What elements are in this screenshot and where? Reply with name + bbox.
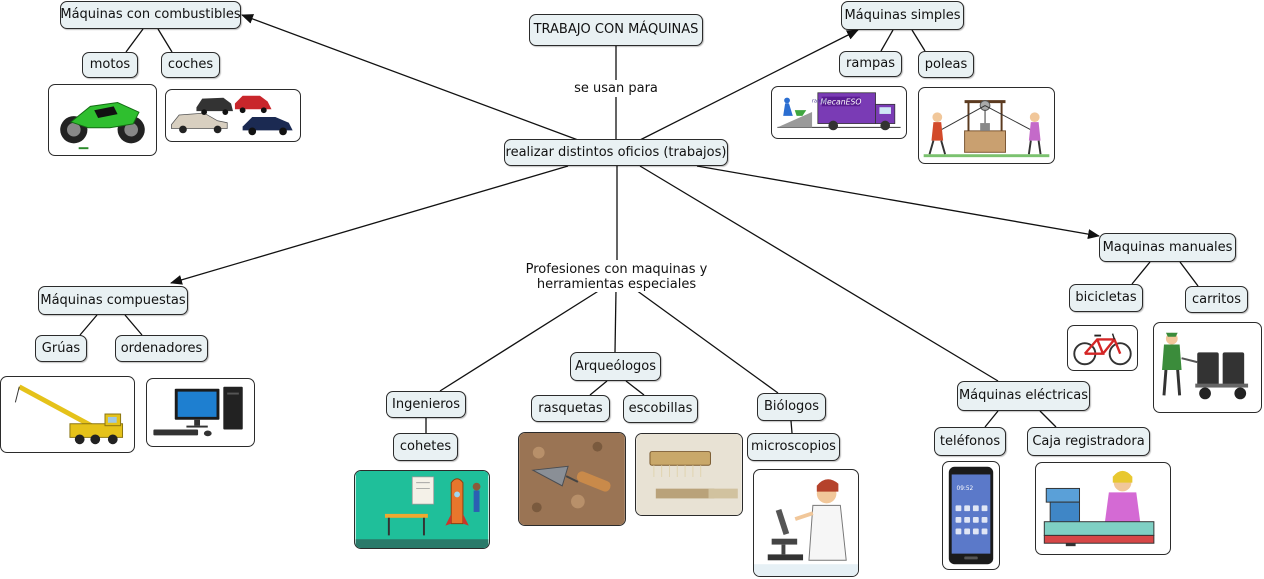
line-rasquetas [589, 380, 608, 396]
cart-icon [1162, 332, 1249, 400]
svg-text:MecanESO: MecanESO [820, 97, 861, 106]
arrow-to-compuestas [170, 165, 569, 285]
node-gruas[interactable]: Grúas [35, 335, 87, 362]
node-microscopios[interactable]: microscopios [747, 433, 840, 461]
rocket-image [354, 470, 490, 549]
node-carritos[interactable]: carritos [1185, 286, 1248, 313]
motorcycle-icon [60, 101, 145, 150]
node-biologos[interactable]: Biólogos [757, 393, 826, 421]
node-rasquetas[interactable]: rasquetas [531, 395, 610, 422]
line-motos [125, 28, 144, 53]
rocket-icon [355, 471, 489, 548]
trowel-icon [519, 433, 625, 525]
node-arqueologos[interactable]: Arqueólogos [570, 352, 661, 381]
node-rampas[interactable]: rampas [839, 51, 902, 77]
line-microscopios [790, 420, 793, 434]
ramp-truck-icon: MecanESO rampa [777, 92, 901, 131]
line-bicicletas [1131, 261, 1151, 285]
cars-icon [171, 95, 293, 136]
line-to-ingenieros [439, 289, 601, 392]
node-bicicletas[interactable]: bicicletas [1069, 284, 1143, 312]
line-escobillas [625, 380, 645, 396]
line-to-arqueologos [614, 289, 617, 353]
center-node[interactable]: realizar distintos oficios (trabajos) [504, 139, 728, 166]
brush-image [635, 433, 743, 516]
line-caja [1039, 410, 1057, 428]
computer-icon [153, 386, 243, 437]
line-poleas [911, 29, 926, 52]
link-label-profesiones: Profesiones con maquinas y herramientas … [525, 262, 708, 292]
bicycle-image [1067, 325, 1138, 371]
node-telefonos[interactable]: teléfonos [934, 427, 1006, 456]
node-caja-registradora[interactable]: Caja registradora [1027, 427, 1150, 456]
well-pulley-icon [923, 100, 1050, 158]
arrow-to-simples [639, 29, 859, 141]
node-coches[interactable]: coches [161, 52, 220, 78]
node-maquinas-compuestas[interactable]: Máquinas compuestas [38, 286, 188, 315]
cash-register-icon [1043, 470, 1155, 547]
node-maquinas-electricas[interactable]: Máquinas eléctricas [957, 381, 1090, 411]
computer-image [146, 378, 255, 447]
node-ordenadores[interactable]: ordenadores [115, 335, 208, 362]
line-telefonos [984, 410, 999, 428]
cart-image [1153, 322, 1262, 413]
phone-image: 09:52 [942, 461, 1000, 570]
node-motos[interactable]: motos [82, 52, 138, 78]
motorcycle-image [48, 84, 157, 156]
line-carritos [1179, 261, 1199, 287]
well-pulley-image [918, 87, 1055, 164]
microscope-image [753, 469, 859, 577]
line-to-biologos [635, 289, 779, 394]
crane-image [0, 376, 135, 453]
line-rampas [880, 29, 894, 52]
brush-icon [636, 434, 742, 515]
svg-text:09:52: 09:52 [957, 486, 974, 492]
trowel-image [518, 432, 626, 526]
crane-icon [14, 384, 124, 445]
arrow-to-manuales [696, 165, 1100, 240]
line-to-electricas [639, 165, 999, 382]
arrow-to-combustibles [241, 14, 579, 141]
node-escobillas[interactable]: escobillas [623, 395, 698, 423]
node-poleas[interactable]: poleas [918, 51, 974, 78]
node-maquinas-simples[interactable]: Máquinas simples [841, 1, 964, 30]
node-maquinas-combustibles[interactable]: Máquinas con combustibles [60, 1, 241, 29]
link-label-se-usan-para: se usan para [566, 81, 666, 96]
microscope-icon [754, 479, 858, 576]
node-maquinas-manuales[interactable]: Maquinas manuales [1099, 233, 1236, 262]
node-cohetes[interactable]: cohetes [393, 433, 458, 461]
svg-text:rampa: rampa [812, 98, 828, 104]
ramp-truck-image: MecanESO rampa [771, 86, 907, 139]
cash-register-image [1035, 462, 1171, 555]
node-ingenieros[interactable]: Ingenieros [386, 391, 466, 418]
bicycle-icon [1073, 333, 1132, 366]
cars-image [165, 89, 301, 142]
phone-icon: 09:52 [948, 466, 994, 565]
line-coches [157, 28, 173, 53]
line-ordenadores [124, 314, 143, 336]
root-node[interactable]: TRABAJO CON MÁQUINAS [529, 14, 703, 46]
line-gruas [79, 314, 98, 336]
